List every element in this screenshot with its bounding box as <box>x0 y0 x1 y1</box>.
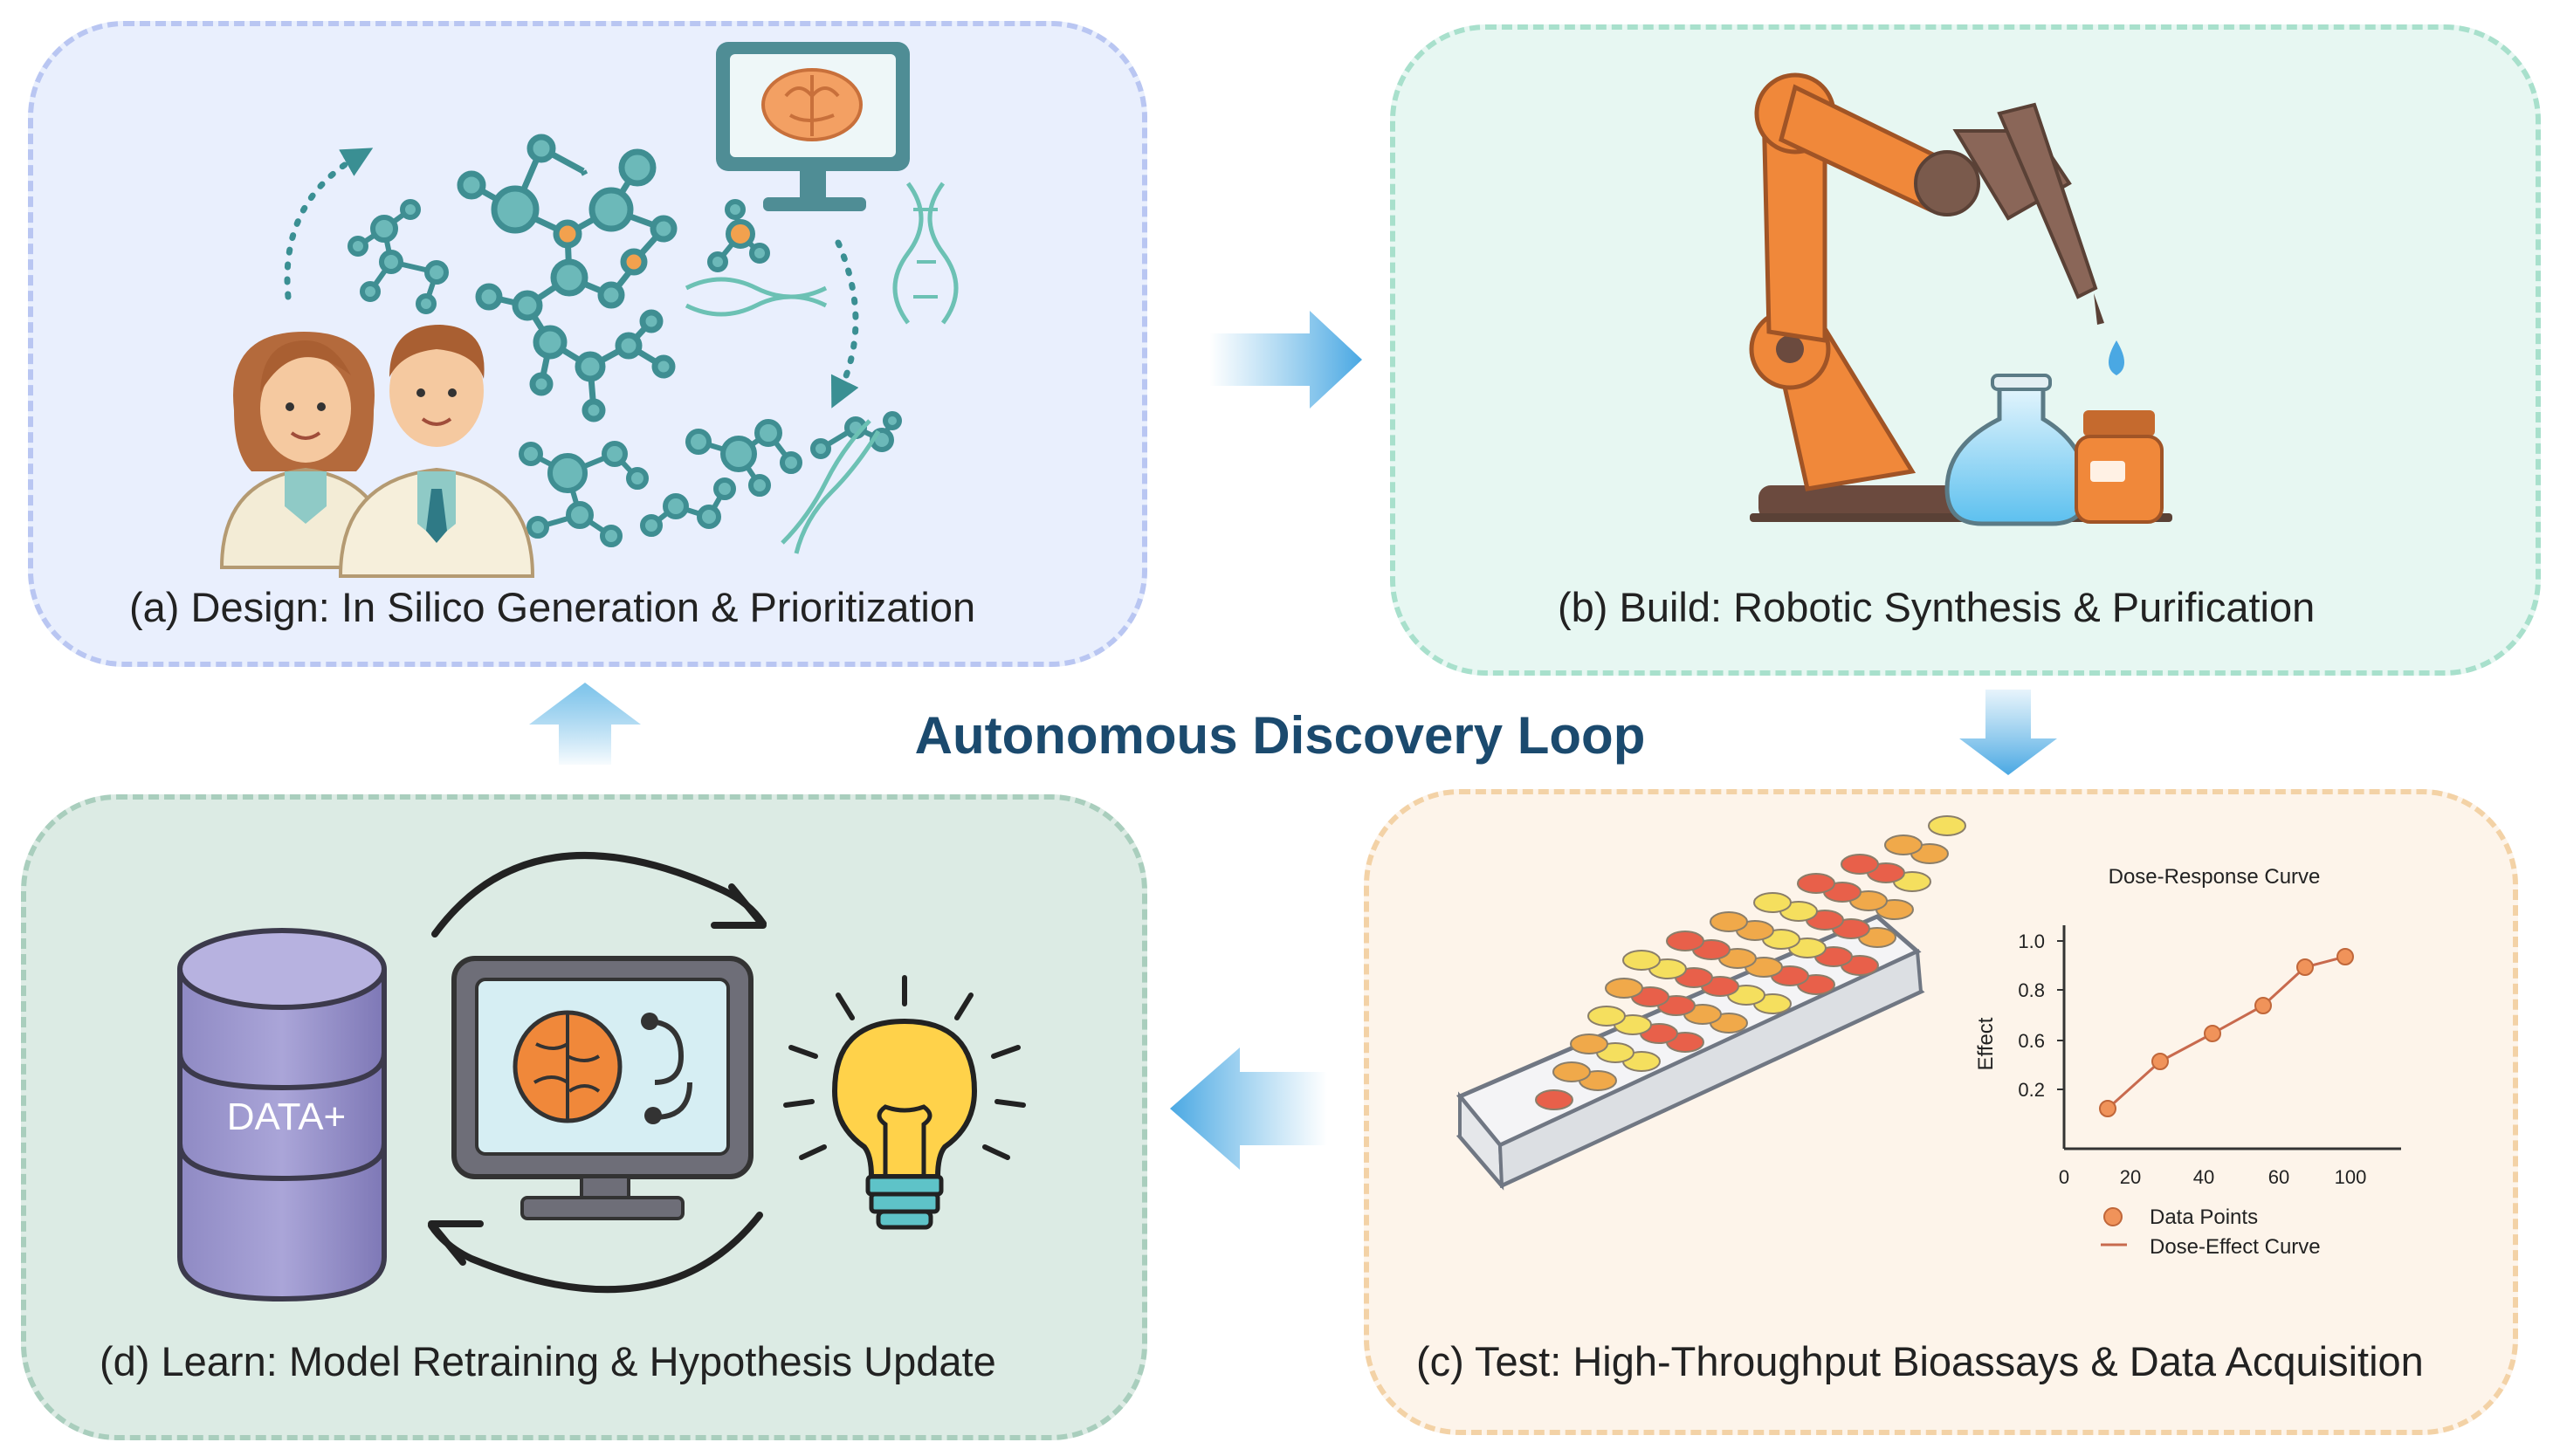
lightbulb-icon <box>783 975 1026 1230</box>
well-plate-icon <box>1455 815 1966 1191</box>
well <box>1928 815 1966 836</box>
small-molecule-icon <box>707 199 902 459</box>
cycle-arrows-icon <box>428 852 767 1294</box>
well <box>1884 834 1923 855</box>
flask-icon <box>1944 374 2089 526</box>
data-point <box>2099 1100 2116 1117</box>
design-caption: (a) Design: In Silico Generation & Prior… <box>129 584 976 630</box>
y-tick-label: 0.8 <box>2018 979 2045 1001</box>
reagent-bottle-icon <box>2075 410 2164 524</box>
x-tick-label: 100 <box>2335 1166 2367 1188</box>
well <box>1797 873 1835 894</box>
well <box>1587 1006 1626 1027</box>
dotted-arrow-down-icon <box>830 239 859 409</box>
dna-icon <box>781 419 881 554</box>
well <box>1666 931 1704 951</box>
data-point <box>2296 958 2314 976</box>
arrow-design-to-build <box>1209 311 1362 409</box>
test-caption: (c) Test: High-Throughput Bioassays & Da… <box>1416 1338 2424 1384</box>
chart-ylabel: Effect <box>1974 1017 1998 1070</box>
molecule-network-icon <box>457 134 678 422</box>
x-tick-label: 0 <box>2059 1166 2069 1188</box>
x-tick-label: 20 <box>2120 1166 2141 1188</box>
dose-effect-curve <box>2100 951 2353 1116</box>
well <box>1753 892 1792 913</box>
data-point <box>2204 1025 2221 1042</box>
y-tick-label: 1.0 <box>2018 931 2045 952</box>
data-point <box>2254 997 2272 1014</box>
learn-caption: (d) Learn: Model Retraining & Hypothesis… <box>100 1338 996 1384</box>
design-panel <box>28 21 1147 667</box>
x-tick-label: 60 <box>2268 1166 2289 1188</box>
brain-monitor-icon <box>716 42 910 211</box>
well <box>1710 911 1748 932</box>
database-icon: DATA+ <box>177 928 387 1302</box>
chart-title: Dose-Response Curve <box>2109 865 2321 889</box>
dose-response-chart: Dose-Response Curve Effect 0.20.60.81.0 … <box>1974 865 2401 1259</box>
well <box>1552 1061 1591 1082</box>
loop-title: Autonomous Discovery Loop <box>914 706 1646 765</box>
dna-icon <box>892 182 959 325</box>
arrow-test-to-learn <box>1170 1047 1327 1170</box>
legend-points-label: Data Points <box>2150 1205 2258 1229</box>
data-point <box>2151 1053 2169 1070</box>
well <box>1841 854 1879 875</box>
database-label: DATA+ <box>227 1095 347 1138</box>
small-molecule-icon <box>519 441 649 547</box>
y-tick-label: 0.6 <box>2018 1030 2045 1052</box>
ai-brain-monitor-icon <box>451 956 754 1220</box>
small-molecule-icon <box>348 199 449 314</box>
build-caption: (b) Build: Robotic Synthesis & Purificat… <box>1558 584 2316 630</box>
well <box>1605 978 1643 999</box>
arrow-build-to-test <box>1959 690 2057 775</box>
legend-point-marker <box>2103 1207 2123 1226</box>
scientists-icon <box>219 325 535 578</box>
data-point <box>2336 948 2354 965</box>
small-molecule-icon <box>640 419 802 537</box>
y-tick-label: 0.2 <box>2018 1079 2045 1101</box>
well <box>1570 1034 1608 1054</box>
legend-curve-label: Dose-Effect Curve <box>2150 1235 2321 1259</box>
well <box>1535 1089 1573 1110</box>
well <box>1622 950 1661 971</box>
dna-icon <box>685 277 828 317</box>
x-tick-label: 40 <box>2193 1166 2214 1188</box>
arrow-learn-to-design <box>529 683 641 765</box>
dotted-arrow-up-icon <box>284 148 374 300</box>
